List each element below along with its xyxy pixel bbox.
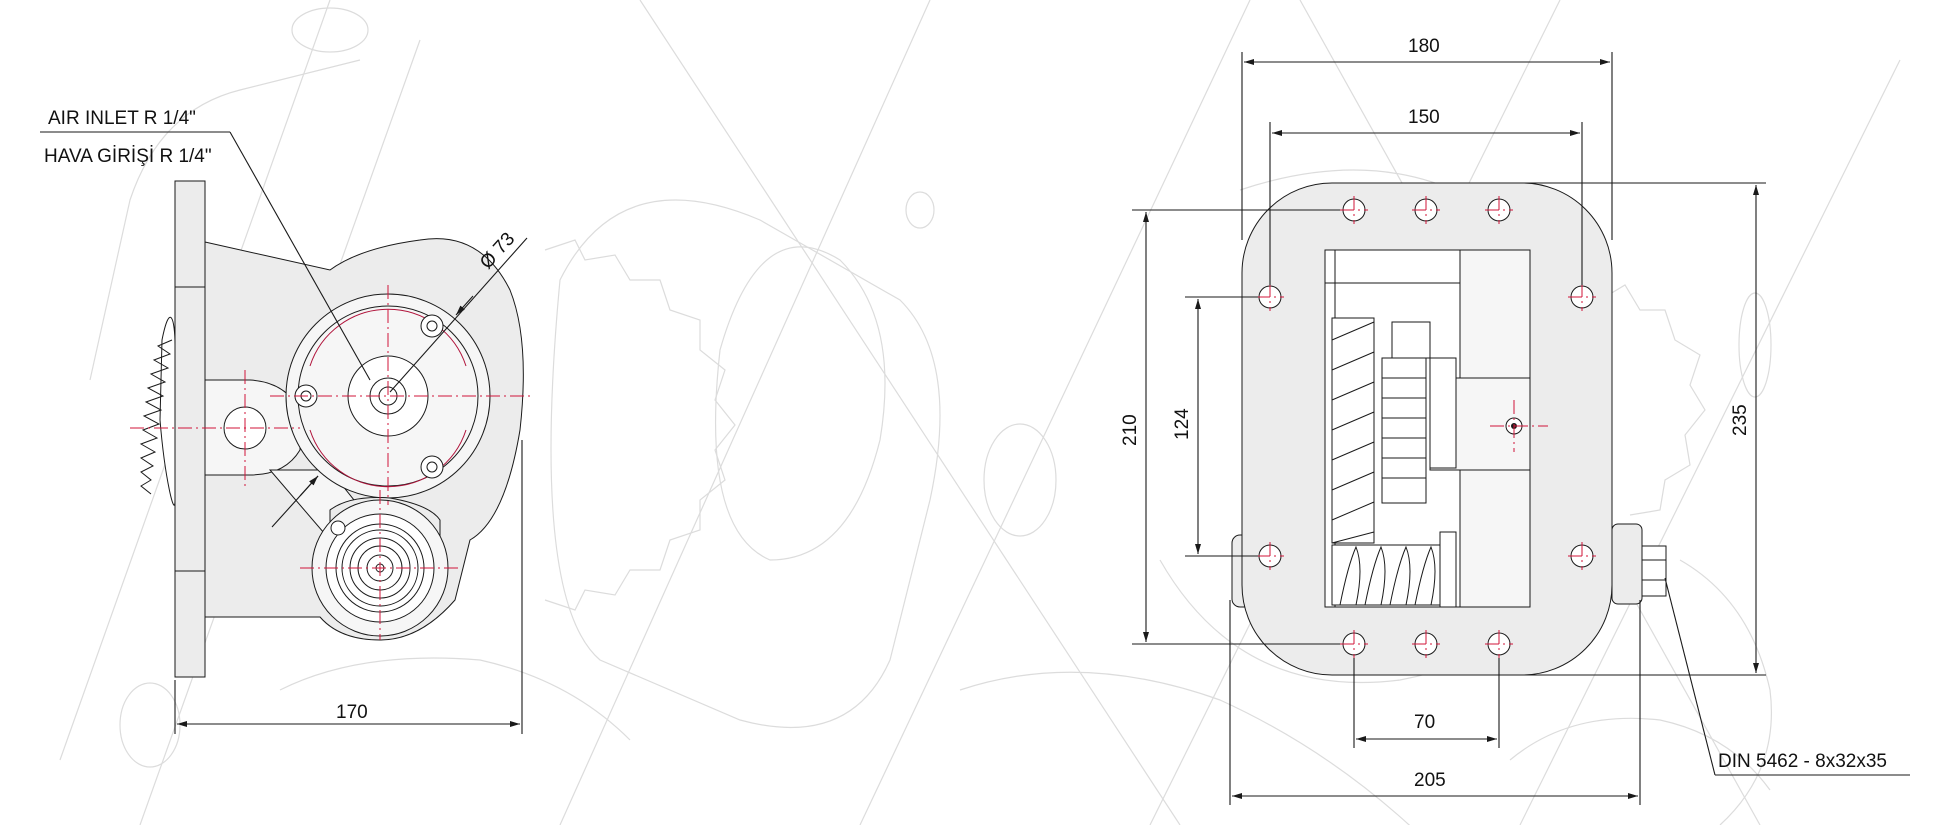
- output-shaft-nut: [1641, 545, 1667, 597]
- front-dimensions: [1132, 52, 1766, 805]
- dim-label-side-width: 170: [336, 702, 368, 723]
- air-inlet-label-en: AIR INLET R 1/4": [48, 108, 196, 129]
- dim-label-front-outer-width: 180: [1408, 36, 1440, 57]
- front-view: [1231, 182, 1910, 776]
- front-bolt-holes: [1256, 196, 1596, 658]
- dim-label-front-total-width: 205: [1414, 770, 1446, 791]
- mounting-flange: [174, 180, 206, 678]
- dim-label-front-bottom-bolts: 70: [1414, 712, 1435, 733]
- air-inlet-label-tr: HAVA GİRİŞİ R 1/4": [44, 146, 212, 167]
- spur-gear: [1381, 357, 1427, 504]
- cover-bolt-2: [420, 455, 444, 479]
- side-view: [40, 131, 530, 678]
- spline-gear-teeth: [139, 339, 173, 495]
- dim-side-width: [174, 440, 523, 734]
- dim-label-front-bolt-spacing: 150: [1408, 107, 1440, 128]
- dim-label-front-height-left: 210: [1120, 414, 1141, 446]
- dim-label-front-total-height: 235: [1730, 404, 1751, 436]
- shaft-spec-label: DIN 5462 - 8x32x35: [1718, 751, 1887, 772]
- dim-label-front-inner-height: 124: [1172, 408, 1193, 440]
- spline-gear: [159, 316, 176, 506]
- cover-bolt-1: [420, 314, 444, 338]
- helical-gear: [1331, 317, 1375, 544]
